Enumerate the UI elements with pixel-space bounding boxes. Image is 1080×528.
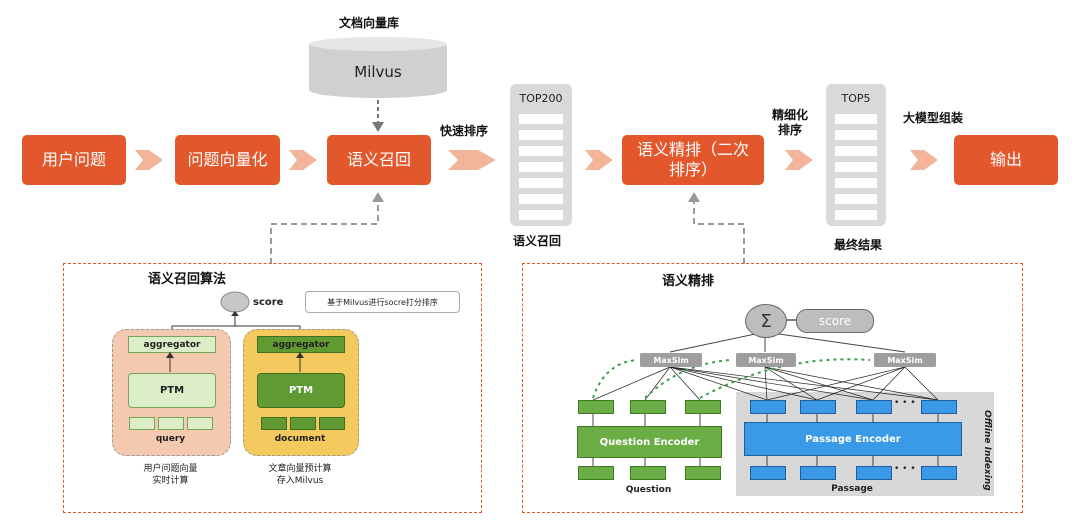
chevron-right-icon [785, 150, 813, 170]
question-label: Question [625, 485, 672, 495]
passage-label: Passage [831, 484, 873, 494]
document-caption-line2: 存入Milvus [276, 476, 324, 486]
db-title: 文档向量库 [339, 16, 400, 30]
list-row [835, 146, 877, 156]
top200-list: TOP200 [510, 84, 572, 226]
token-square [319, 417, 345, 430]
colbert-connections [592, 319, 939, 466]
list-row [519, 194, 563, 204]
question-encoder: Question Encoder [577, 426, 722, 458]
passage-token [800, 400, 836, 414]
recall-caption: 语义召回 [513, 234, 562, 248]
passage-token [856, 466, 892, 480]
list-row [519, 146, 563, 156]
recall-algorithm-panel [63, 263, 482, 513]
ptm-label: PTM [128, 373, 216, 408]
user-question-box: 用户问题 [22, 135, 126, 185]
document-label: document [274, 434, 326, 444]
chevron-right-icon [910, 150, 938, 170]
maxsim-node: MaxSim [640, 353, 702, 367]
passage-token [856, 400, 892, 414]
question-token [685, 466, 721, 480]
list-row [519, 130, 563, 140]
milvus-database-icon [309, 37, 447, 98]
query-caption: 用户问题向量 实时计算 [112, 463, 229, 487]
aggregator-label: aggregator [257, 336, 345, 353]
ptm-label: PTM [257, 373, 345, 408]
document-caption: 文章向量预计算 存入Milvus [240, 463, 360, 487]
arrow-up-icon [166, 352, 174, 372]
passage-token [750, 400, 786, 414]
query-label: query [155, 434, 186, 444]
top5-list: TOP5 [826, 84, 886, 226]
question-token [578, 400, 614, 414]
fine-sort-label: 精细化排序 [771, 108, 808, 137]
score-label: score [253, 297, 284, 308]
question-token [630, 466, 666, 480]
arrow-down-icon [372, 100, 384, 132]
list-row [519, 114, 563, 124]
rerank-title: 语义精排 [662, 274, 715, 289]
chevron-right-icon [135, 150, 163, 170]
top200-label: TOP200 [519, 92, 563, 105]
passage-token [750, 466, 786, 480]
document-caption-line1: 文章向量预计算 [268, 464, 332, 474]
passage-encoder: Passage Encoder [744, 422, 962, 456]
maxsim-node: MaxSim [736, 353, 796, 367]
list-row [835, 114, 877, 124]
sigma-sum-node: Σ [745, 304, 787, 338]
token-square [129, 417, 155, 430]
list-row [835, 210, 877, 220]
top5-label: TOP5 [841, 92, 871, 105]
aggregator-label: aggregator [128, 336, 216, 353]
list-row [519, 210, 563, 220]
question-token [630, 400, 666, 414]
final-result-caption: 最终结果 [834, 238, 883, 252]
query-caption-line1: 用户问题向量 [143, 464, 198, 474]
list-row [835, 130, 877, 140]
semantic-rerank-box: 语义精排（二次排序） [622, 135, 764, 185]
rerank-panel [522, 263, 1023, 513]
token-square [261, 417, 287, 430]
semantic-recall-box: 语义召回 [327, 135, 431, 185]
passage-token [921, 400, 957, 414]
list-row [835, 162, 877, 172]
passage-token [800, 466, 836, 480]
token-square [187, 417, 213, 430]
arrow-up-icon [296, 352, 304, 372]
list-row [835, 178, 877, 188]
question-token [578, 466, 614, 480]
fast-sort-label: 快速排序 [440, 124, 489, 138]
query-caption-line2: 实时计算 [152, 476, 189, 486]
token-square [290, 417, 316, 430]
token-square [158, 417, 184, 430]
passage-token [921, 466, 957, 480]
output-box: 输出 [954, 135, 1058, 185]
vectorize-box: 问题向量化 [175, 135, 280, 185]
milvus-label: Milvus [354, 63, 402, 81]
chevron-right-icon [289, 150, 317, 170]
ellipsis: • • • [894, 464, 916, 474]
recall-algorithm-title: 语义召回算法 [148, 272, 227, 287]
maxsim-node: MaxSim [874, 353, 936, 367]
chevron-right-icon [448, 150, 496, 170]
milvus-tooltip: 基于Milvus进行socre打分排序 [305, 291, 460, 313]
ellipsis: • • • [894, 398, 916, 408]
list-row [519, 162, 563, 172]
connector-line [270, 192, 384, 264]
question-token [685, 400, 721, 414]
score-pill: score [796, 309, 874, 333]
list-row [519, 178, 563, 188]
connector-line [688, 192, 745, 264]
list-row [835, 194, 877, 204]
llm-assemble-label: 大模型组装 [903, 111, 964, 125]
chevron-right-icon [585, 150, 613, 170]
